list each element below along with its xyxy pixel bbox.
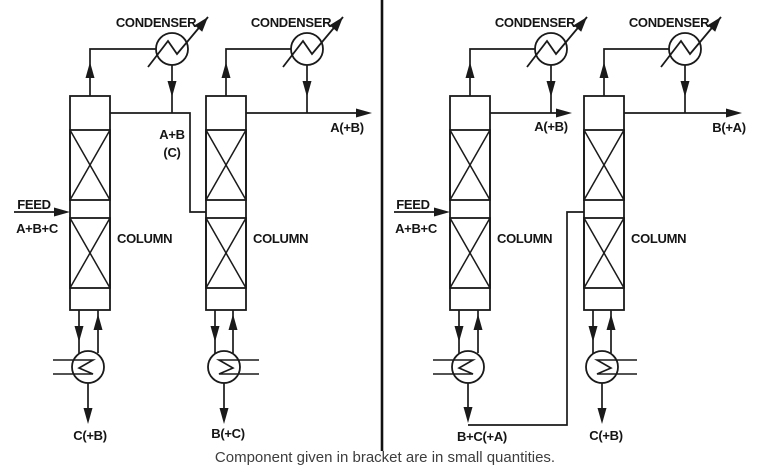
column-label: COLUMN: [631, 231, 686, 246]
feed-composition-label: A+B+C: [16, 221, 59, 236]
boilup-arrowhead: [93, 314, 103, 330]
bottoms-arrowhead: [588, 326, 598, 342]
condensate-arrowhead: [167, 81, 177, 97]
distillate-arrowhead: [556, 108, 572, 118]
column-label: COLUMN: [253, 231, 308, 246]
distillate-arrowhead: [356, 108, 372, 118]
bottoms-arrowhead: [454, 326, 464, 342]
distillate-arrowhead: [726, 108, 742, 118]
vapor-arrowhead: [599, 62, 609, 78]
condenser-label: CONDENSER: [629, 15, 710, 30]
distillate-label-minor: (C): [163, 145, 180, 160]
column-label: COLUMN: [497, 231, 552, 246]
bottoms-product-arrowhead: [597, 408, 607, 424]
boilup-arrowhead: [473, 314, 483, 330]
boilup-arrowhead: [228, 314, 238, 330]
vapor-arrowhead: [85, 62, 95, 78]
bottoms-arrowhead: [210, 326, 220, 342]
bottoms-product-arrowhead: [463, 407, 473, 423]
vapor-arrowhead: [221, 62, 231, 78]
bottoms-label: C(+B): [589, 428, 623, 443]
feed-label: FEED: [396, 197, 429, 212]
left-flowsheet: FEED A+B+C COLUMN CONDENSER A+B (C) C(+B…: [14, 15, 372, 443]
reboiler-icon: [207, 350, 260, 384]
condenser-label: CONDENSER: [251, 15, 332, 30]
distillate-label: B(+A): [712, 120, 746, 135]
condensate-arrowhead: [680, 81, 690, 97]
reboiler-icon: [52, 350, 105, 384]
figure-caption: Component given in bracket are in small …: [215, 449, 555, 466]
vapor-line: [225, 48, 291, 96]
vapor-line: [89, 48, 156, 96]
vapor-line: [603, 48, 669, 96]
vapor-arrowhead: [465, 62, 475, 78]
feed-composition-label: A+B+C: [395, 221, 438, 236]
distillate-label: A(+B): [534, 119, 568, 134]
bottoms-label: C(+B): [73, 428, 107, 443]
bottoms-label: B+C(+A): [457, 429, 507, 444]
reboiler-icon: [432, 350, 485, 384]
distillate-label: A+B: [159, 127, 184, 142]
distillate-label: A(+B): [330, 120, 364, 135]
vapor-line: [469, 48, 535, 96]
column-label: COLUMN: [117, 231, 172, 246]
distillate-transfer-line: [110, 112, 206, 213]
bottoms-arrowhead: [74, 326, 84, 342]
boilup-arrowhead: [606, 314, 616, 330]
bottoms-product-arrowhead: [83, 408, 93, 424]
condensate-arrowhead: [546, 81, 556, 97]
condensate-arrowhead: [302, 81, 312, 97]
bottoms-product-arrowhead: [219, 408, 229, 424]
column-shell: [69, 95, 111, 311]
bottoms-label: B(+C): [211, 426, 245, 441]
feed-arrowhead: [54, 207, 70, 217]
condenser-label: CONDENSER: [116, 15, 197, 30]
feed-label: FEED: [17, 197, 50, 212]
right-flowsheet: FEED A+B+C COLUMN CONDENSER A(+B) B+C(+A…: [394, 15, 746, 444]
bottoms-transfer-line: [468, 211, 584, 426]
feed-arrowhead: [434, 207, 450, 217]
condenser-label: CONDENSER: [495, 15, 576, 30]
reboiler-icon: [585, 350, 638, 384]
column-shell: [205, 95, 247, 311]
